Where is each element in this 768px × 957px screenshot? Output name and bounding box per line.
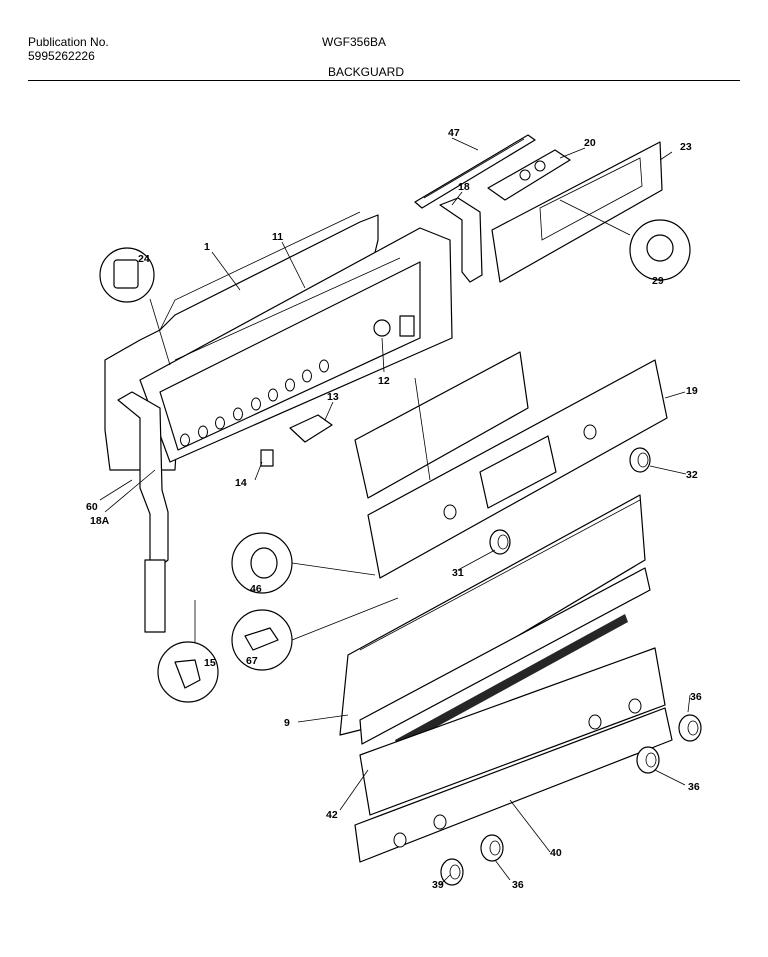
callout-47: 47 xyxy=(448,127,460,139)
knob-36-a xyxy=(678,714,702,742)
inset-29 xyxy=(629,219,691,281)
callout-9: 9 xyxy=(284,717,290,729)
callout-18: 18 xyxy=(458,181,470,193)
inset-46 xyxy=(231,532,293,594)
callout-60: 60 xyxy=(86,501,98,513)
part-1-backguard-frame xyxy=(139,227,453,463)
callout-67: 67 xyxy=(246,655,258,667)
callout-13: 13 xyxy=(327,391,339,403)
knob-36-c xyxy=(480,834,504,862)
callout-14: 14 xyxy=(235,477,247,489)
callout-1: 1 xyxy=(204,241,210,253)
part-19-control-panel xyxy=(367,359,668,579)
publication-label: Publication No. xyxy=(28,35,109,49)
callout-19: 19 xyxy=(686,385,698,397)
part-13-switch xyxy=(289,414,333,443)
part-20-clock xyxy=(487,149,571,201)
callout-12: 12 xyxy=(378,375,390,387)
knob-32 xyxy=(629,447,651,473)
publication-number: 5995262226 xyxy=(28,49,95,63)
callout-36-right-lower: 36 xyxy=(688,781,700,793)
callout-15: 15 xyxy=(204,657,216,669)
part-23-upper-bracket xyxy=(491,141,663,283)
knob-31 xyxy=(489,529,511,555)
part-9-lower-panel xyxy=(339,494,651,748)
section-title: BACKGUARD xyxy=(328,65,405,79)
callout-39: 39 xyxy=(432,879,444,891)
callout-31: 31 xyxy=(452,567,464,579)
inset-24 xyxy=(99,247,155,303)
model-number: WGF356BA xyxy=(322,35,387,49)
part-40-manifold-panel xyxy=(354,647,673,863)
callout-40: 40 xyxy=(550,847,562,859)
leader-lines xyxy=(99,137,691,886)
part-12-switch-assembly xyxy=(373,315,415,337)
part-47-clip-strip xyxy=(414,134,536,209)
part-18-right-bracket xyxy=(439,197,483,283)
callout-36-bottom: 36 xyxy=(512,879,524,891)
callout-labels: 1 11 24 60 18A 14 13 12 47 18 20 23 29 1… xyxy=(86,127,702,891)
header-rule xyxy=(28,80,740,81)
mounting-bracket xyxy=(354,351,529,499)
callout-24: 24 xyxy=(138,253,150,265)
inset-67 xyxy=(231,609,293,671)
knob-36-b xyxy=(636,746,660,774)
frame-holes xyxy=(180,359,329,447)
inset-15 xyxy=(157,641,219,703)
part-14-switch xyxy=(260,449,274,467)
callout-23: 23 xyxy=(680,141,692,153)
callout-36-right-upper: 36 xyxy=(690,691,702,703)
callout-46: 46 xyxy=(250,583,262,595)
callout-32: 32 xyxy=(686,469,698,481)
callout-18a: 18A xyxy=(90,515,110,527)
callout-20: 20 xyxy=(584,137,596,149)
callout-11: 11 xyxy=(272,231,283,243)
callout-42: 42 xyxy=(326,809,338,821)
callout-29: 29 xyxy=(652,275,664,287)
